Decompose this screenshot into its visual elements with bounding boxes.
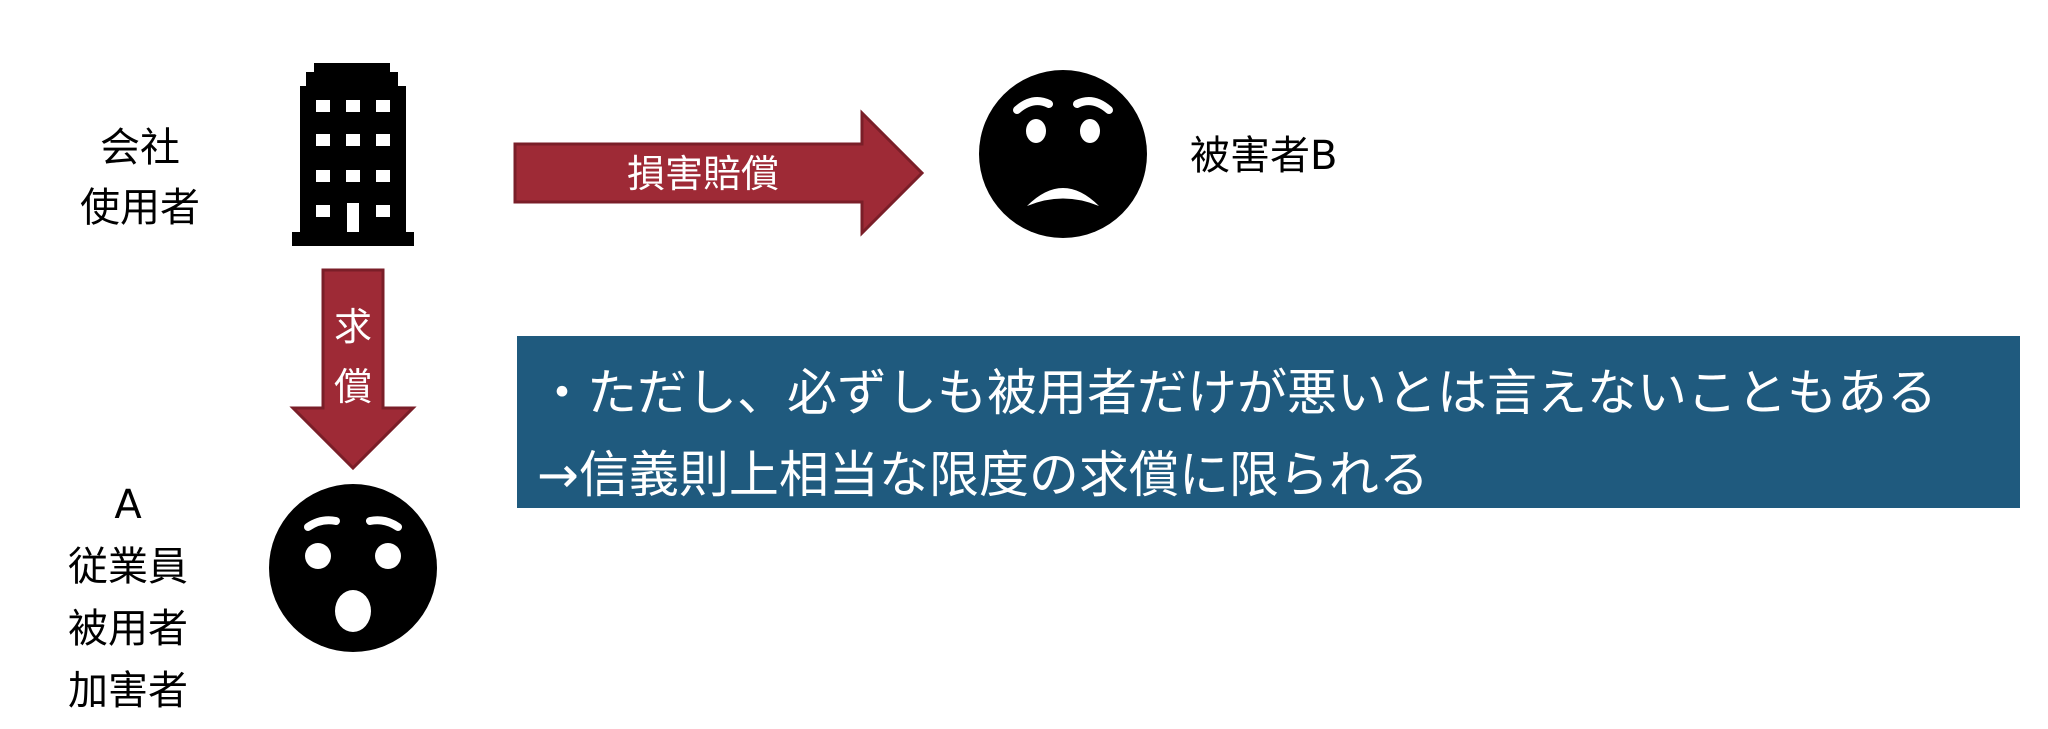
employee-label-line4: 加害者	[68, 668, 188, 714]
company-label: 会社 使用者	[60, 118, 220, 238]
surprised-face-icon	[269, 484, 437, 652]
note-line1: ・ただし、必ずしも被用者だけが悪いとは言えないこともある	[537, 364, 1937, 422]
note-box: ・ただし、必ずしも被用者だけが悪いとは言えないこともある →信義則上相当な限度の…	[517, 336, 2020, 508]
office-building-icon	[292, 63, 414, 246]
recourse-arrow-label-char1: 求	[334, 305, 372, 349]
damages-arrow-label: 損害賠償	[627, 152, 779, 196]
note-line2: →信義則上相当な限度の求償に限られる	[537, 446, 1429, 504]
victim-label: 被害者B	[1190, 133, 1338, 179]
worried-face-icon	[979, 70, 1147, 238]
company-label-line2: 使用者	[80, 185, 200, 231]
damages-arrow: 損害賠償	[513, 109, 925, 237]
employee-label: A 従業員 被用者 加害者	[48, 474, 208, 722]
company-label-line1: 会社	[100, 125, 180, 171]
recourse-arrow: 求 償	[289, 268, 417, 471]
employee-label-line1: A	[114, 482, 142, 528]
recourse-arrow-label-char2: 償	[334, 365, 372, 409]
employee-label-line2: 従業員	[68, 544, 188, 590]
employee-label-line3: 被用者	[68, 606, 188, 652]
